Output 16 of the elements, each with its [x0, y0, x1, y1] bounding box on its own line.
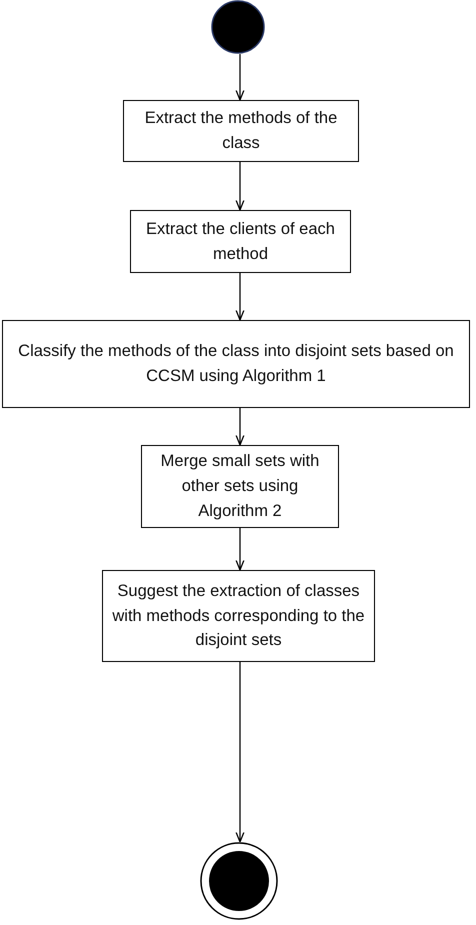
step-text: Suggest the extraction of classes with methods corresponding to the disjoint sets	[111, 580, 366, 652]
process-box	[2, 320, 470, 408]
arrow	[236, 662, 244, 843]
process-box	[130, 210, 351, 273]
arrow	[236, 162, 244, 211]
process-box	[141, 445, 339, 528]
process-box	[102, 570, 375, 662]
step-text: Extract the clients of each method	[145, 218, 336, 264]
arrow	[236, 54, 244, 101]
arrow	[236, 408, 244, 446]
step-text: Classify the methods of the class into disjoint sets based on CCSM using Algorithm 1	[17, 341, 455, 387]
process-box	[123, 100, 359, 162]
step-text: Extract the methods of the class	[144, 108, 338, 154]
arrow	[236, 273, 244, 321]
arrow	[236, 528, 244, 571]
step-text: Merge small sets with other sets using Algorithm 2	[160, 451, 320, 522]
